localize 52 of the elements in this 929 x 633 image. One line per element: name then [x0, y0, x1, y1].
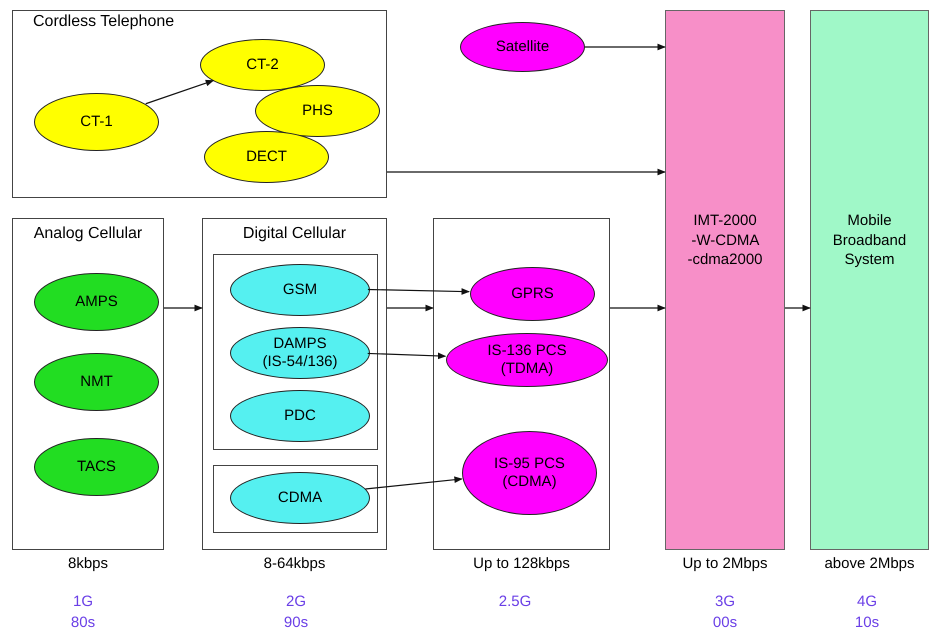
generation-label: 00s: [712, 614, 738, 631]
node-label: IS-136 PCS (TDMA): [486, 342, 568, 378]
arrow: [387, 168, 666, 176]
generation-label: 4G: [856, 593, 878, 610]
node-label: PDC: [284, 407, 316, 425]
node-label: Satellite: [496, 38, 550, 56]
group-heading: Cordless Telephone: [33, 13, 174, 31]
node-label: TACS: [77, 458, 116, 476]
group-heading: Analog Cellular: [32, 225, 144, 243]
group-box: [213, 254, 378, 450]
node-label: AMPS: [75, 293, 118, 311]
node-label: IMT-2000 -W-CDMA -cdma2000: [686, 211, 764, 270]
data-rate-label: Up to 2Mbps: [681, 555, 769, 572]
generation-label: 80s: [70, 614, 96, 631]
group-box: [213, 465, 378, 533]
node-label: CT-1: [80, 113, 113, 131]
data-rate-label: Up to 128kbps: [472, 555, 571, 572]
node-label: DAMPS (IS-54/136): [261, 335, 339, 371]
node-label: PHS: [302, 102, 333, 120]
generation-label: 2.5G: [498, 593, 532, 610]
arrow: [368, 288, 470, 295]
node-label: CT-2: [246, 56, 279, 74]
node-label: GSM: [282, 281, 318, 299]
group-box: [433, 218, 610, 550]
generation-label: 10s: [854, 614, 880, 631]
arrow: [164, 304, 203, 312]
arrow: [785, 304, 811, 312]
generation-panel: [665, 10, 785, 550]
group-box: [12, 218, 164, 550]
data-rate-label: 8-64kbps: [262, 555, 326, 572]
group-box: [202, 218, 387, 550]
generation-label: 3G: [714, 593, 736, 610]
node-label: DECT: [246, 148, 287, 166]
node-label: GPRS: [511, 285, 554, 303]
group-heading: Digital Cellular: [242, 225, 348, 243]
arrow: [146, 80, 214, 104]
arrow: [365, 476, 463, 490]
data-rate-label: 8kbps: [66, 555, 110, 572]
generation-label: 2G: [284, 593, 307, 610]
arrow: [610, 304, 666, 312]
node-label: IS-95 PCS (CDMA): [493, 455, 566, 491]
arrow: [387, 304, 434, 312]
group-box: [12, 10, 387, 198]
node-label: NMT: [80, 373, 113, 391]
node-label: CDMA: [278, 489, 322, 507]
generation-label: 90s: [282, 614, 310, 631]
arrow: [368, 352, 446, 360]
generation-label: 1G: [72, 593, 94, 610]
generation-panel: [810, 10, 929, 550]
arrow: [585, 44, 666, 50]
node-label: Mobile Broadband System: [832, 211, 908, 270]
data-rate-label: above 2Mbps: [823, 555, 916, 572]
